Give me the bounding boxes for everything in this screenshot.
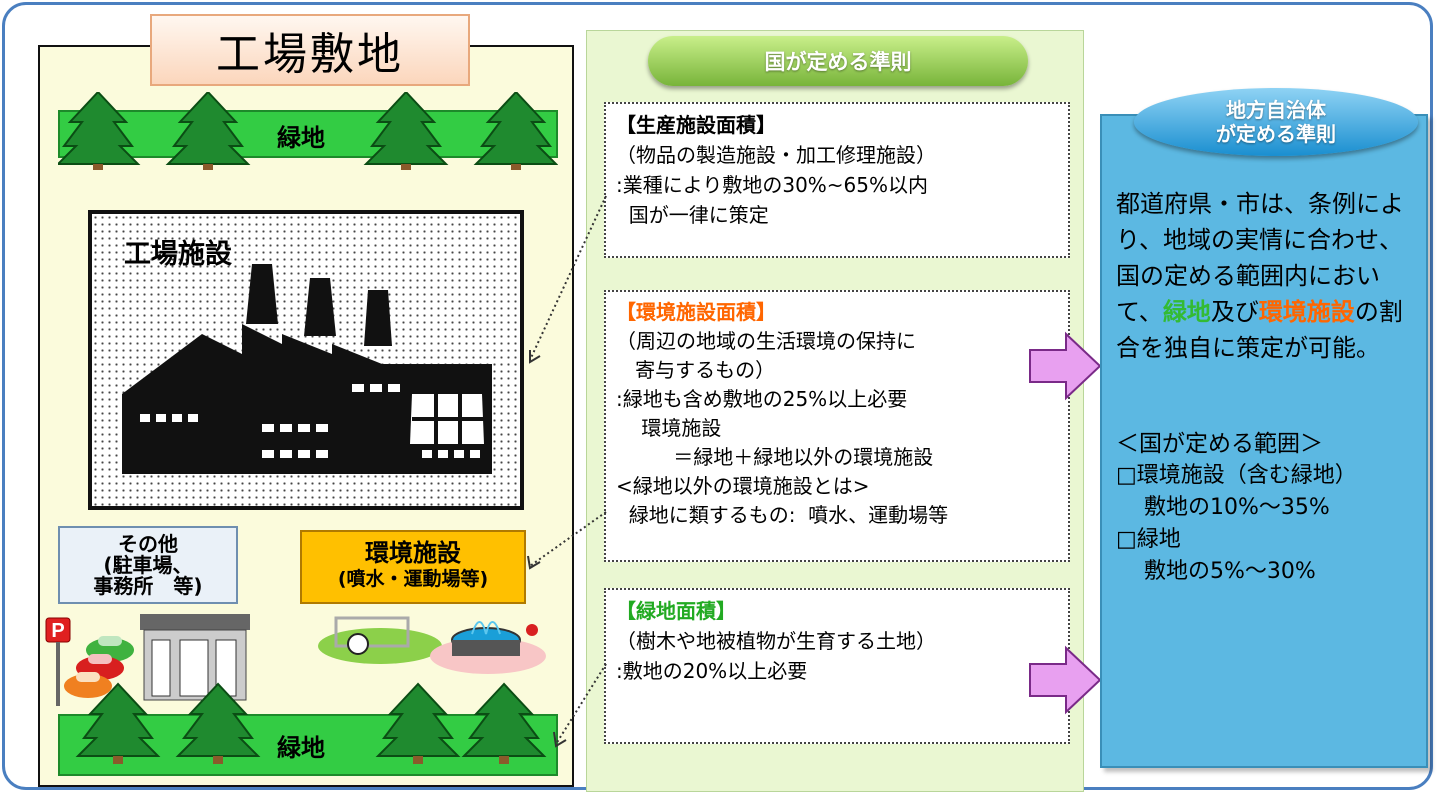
local-header-line: が定める準則	[1216, 122, 1336, 146]
other-box-line: その他	[118, 532, 178, 556]
connector-line	[529, 511, 607, 567]
tree-icon	[58, 92, 141, 170]
environment-line: ＝緑地＋緑地以外の環境施設	[616, 445, 934, 469]
arrowhead-icon	[529, 350, 541, 364]
green-label-top: 緑地	[277, 124, 325, 152]
connector-line	[529, 195, 607, 361]
national-header: 国が定める準則	[648, 36, 1028, 86]
green-area-line: :敷地の20%以上必要	[616, 659, 808, 683]
tree-icon	[75, 682, 161, 764]
local-text-part: 及び	[1210, 298, 1259, 326]
green-area-line: （樹木や地被植物が生育する土地）	[616, 629, 936, 653]
arrow-right-icon	[1029, 331, 1102, 401]
fountain-icon	[430, 621, 546, 674]
green-area-title: 【緑地面積】	[616, 599, 736, 623]
green-label-bottom: 緑地	[277, 734, 325, 762]
env-facilities-box: 環境施設 (噴水・運動場等)	[300, 530, 526, 604]
production-line: 国が一律に策定	[616, 203, 769, 227]
production-title: 【生産施設面積】	[616, 113, 776, 137]
local-text-part: の割合を独自に策定が可能。	[1116, 298, 1403, 362]
environment-line: 寄与するもの）	[616, 358, 776, 382]
arrowhead-icon	[553, 731, 567, 748]
tree-icon	[461, 682, 547, 764]
production-area-box: 【生産施設面積】 （物品の製造施設・加工修理施設） :業種により敷地の30%~6…	[604, 102, 1070, 258]
trees-top	[58, 92, 558, 170]
tree-icon	[165, 92, 251, 170]
green-area-box: 【緑地面積】 （樹木や地被植物が生育する土地） :敷地の20%以上必要	[604, 588, 1070, 744]
parking-sign-icon: P	[45, 617, 71, 706]
green-strip-top	[58, 110, 558, 158]
environment-line: 緑地に類するもの: 噴水、運動場等	[616, 503, 949, 527]
site-illustrations: P	[45, 614, 546, 706]
env-box-subtitle: (噴水・運動場等)	[337, 568, 489, 590]
tree-icon	[375, 682, 461, 764]
arrow-right-icon	[1029, 645, 1102, 715]
local-header-line: 地方自治体	[1226, 98, 1326, 122]
scope-line: □緑地	[1116, 527, 1181, 552]
car-icon	[64, 672, 112, 698]
trees-bottom	[75, 682, 547, 764]
svg-text:P: P	[51, 620, 64, 642]
env-box-title: 環境施設	[365, 539, 461, 567]
environment-area-box: 【環境施設面積】 （周辺の地域の生活環境の保持に 寄与するもの） :緑地も含め敷…	[604, 290, 1070, 562]
local-header: 地方自治体 が定める準則	[1134, 88, 1418, 156]
factory-icon	[122, 264, 492, 474]
local-text-green: 緑地	[1162, 298, 1211, 326]
production-line: （物品の製造施設・加工修理施設）	[616, 143, 936, 167]
tree-icon	[363, 92, 449, 170]
other-box-line: 事務所 等)	[93, 574, 203, 598]
site-title: 工場敷地	[150, 14, 470, 86]
local-standards-panel	[1100, 114, 1428, 768]
arrowhead-icon	[527, 555, 541, 570]
local-description: 都道府県・市は、条例により、地域の実情に合わせ、国の定める範囲内において、緑地及…	[1116, 186, 1424, 366]
environment-line: :緑地も含め敷地の25%以上必要	[616, 387, 908, 411]
building-icon	[140, 614, 250, 701]
tree-icon	[175, 682, 261, 764]
scope-title: ＜国が定める範囲＞	[1116, 431, 1323, 457]
environment-line: 環境施設	[616, 416, 722, 440]
local-text-env: 環境施設	[1258, 298, 1355, 326]
scope-line: □環境施設（含む緑地）	[1116, 463, 1357, 488]
soccer-field-icon	[318, 616, 442, 664]
local-text-part: 都道府県・市は、条例により、地域の実情に合わせ、国の定める範囲内において、	[1116, 190, 1404, 326]
environment-line: <緑地以外の環境施設とは>	[616, 474, 870, 498]
other-facilities-box: その他 (駐車場、 事務所 等)	[58, 526, 238, 604]
tree-icon	[473, 92, 558, 170]
environment-title: 【環境施設面積】	[616, 300, 776, 324]
other-box-line: (駐車場、	[103, 553, 193, 577]
scope-line: 敷地の5%～30%	[1116, 559, 1316, 584]
factory-facility-area: 工場施設	[88, 210, 524, 510]
scope-line: 敷地の10%～35%	[1116, 495, 1330, 520]
production-line: :業種により敷地の30%~65%以内	[616, 173, 929, 197]
connector-line	[555, 663, 607, 745]
national-scope: ＜国が定める範囲＞ □環境施設（含む緑地） 敷地の10%～35% □緑地 敷地の…	[1116, 428, 1357, 588]
environment-line: （周辺の地域の生活環境の保持に	[616, 329, 916, 353]
facility-label: 工場施設	[124, 239, 232, 270]
